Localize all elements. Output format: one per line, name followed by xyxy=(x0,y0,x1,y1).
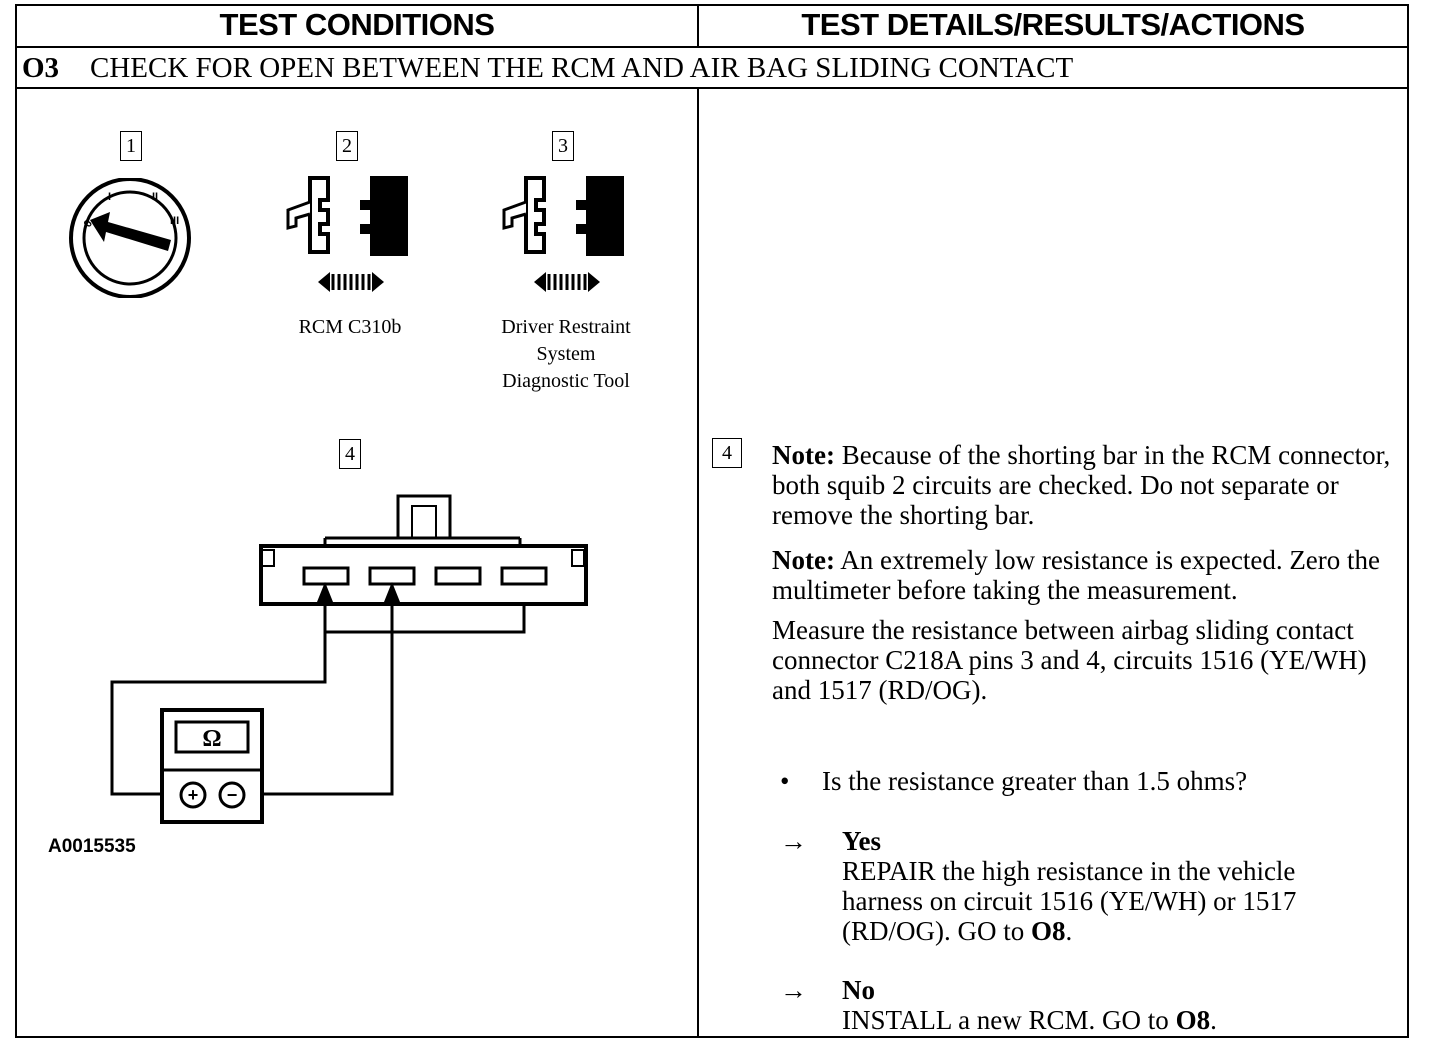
section-divider xyxy=(15,87,1409,89)
measure-instruction: Measure the resistance between airbag sl… xyxy=(772,615,1367,705)
rcm-connector-disconnect-icon xyxy=(286,176,408,292)
step-3-caption: Driver Restraint System Diagnostic Tool xyxy=(466,314,666,395)
yes-action: REPAIR the high resistance in the vehicl… xyxy=(842,856,1362,946)
note-1: Note: Because of the shorting bar in the… xyxy=(772,440,1392,530)
svg-text:III: III xyxy=(170,215,179,227)
yes-label: Yes xyxy=(842,826,881,856)
step-4-box: 4 xyxy=(339,439,361,469)
step-3-caption-line-2: System xyxy=(536,343,596,365)
yes-text: REPAIR the high resistance in the vehicl… xyxy=(842,856,1297,946)
question-row: • Is the resistance greater than 1.5 ohms… xyxy=(780,766,1247,796)
yes-end: . xyxy=(1065,916,1073,946)
section-code: O3 xyxy=(22,51,60,84)
no-goto: O8 xyxy=(1175,1005,1211,1035)
question-bullet: • xyxy=(780,766,790,796)
step-2-caption: RCM C310b xyxy=(298,316,402,338)
note-1-text: Because of the shorting bar in the RCM c… xyxy=(772,440,1391,530)
section-title: CHECK FOR OPEN BETWEEN THE RCM AND AIR B… xyxy=(90,51,1074,84)
svg-text:0: 0 xyxy=(82,218,95,229)
section-title-row: O3 CHECK FOR OPEN BETWEEN THE RCM AND AI… xyxy=(22,50,1073,86)
figure-id: A0015535 xyxy=(48,836,136,857)
note-2-label: Note: xyxy=(772,545,835,575)
ignition-key-icon: 0 I II III xyxy=(69,178,191,298)
table-frame xyxy=(15,4,1409,1038)
no-end: . xyxy=(1210,1005,1217,1035)
yes-arrow: → xyxy=(780,826,807,856)
minus-terminal-label: − xyxy=(227,785,238,805)
ohm-symbol: Ω xyxy=(202,726,221,752)
body-column-divider xyxy=(697,88,699,1038)
yes-branch: Yes REPAIR the high resistance in the ve… xyxy=(842,826,1362,946)
no-branch: No INSTALL a new RCM. GO to O8. xyxy=(842,975,1362,1035)
svg-text:I: I xyxy=(108,191,111,203)
plus-terminal-label: + xyxy=(188,785,199,805)
step-3-caption-line-1: Driver Restraint xyxy=(501,316,631,338)
note-1-label: Note: xyxy=(772,440,835,470)
no-text: INSTALL a new RCM. GO to xyxy=(842,1005,1176,1035)
svg-text:II: II xyxy=(152,191,158,203)
question-text: Is the resistance greater than 1.5 ohms? xyxy=(822,766,1248,796)
yes-goto: O8 xyxy=(1031,916,1066,946)
note-2-text: An extremely low resistance is expected.… xyxy=(772,545,1381,605)
step-2-box: 2 xyxy=(336,131,358,161)
header-divider xyxy=(15,46,1409,48)
no-action: INSTALL a new RCM. GO to O8. xyxy=(842,1005,1362,1035)
details-step-4-box: 4 xyxy=(712,438,742,468)
step-3-caption-line-3: Diagnostic Tool xyxy=(502,370,630,392)
step-3-box: 3 xyxy=(552,131,574,161)
header-column-divider xyxy=(697,4,699,48)
step-1-box: 1 xyxy=(120,131,142,161)
no-arrow: → xyxy=(780,975,807,1005)
multimeter-wiring-diagram: Ω + − xyxy=(110,494,588,824)
diagnostic-tool-connector-icon xyxy=(502,176,624,292)
note-2: Note: An extremely low resistance is exp… xyxy=(772,545,1392,605)
test-details-header: TEST DETAILS/RESULTS/ACTIONS xyxy=(801,7,1305,42)
test-conditions-header: TEST CONDITIONS xyxy=(219,7,495,42)
details-body: Note: Because of the shorting bar in the… xyxy=(772,440,1392,705)
no-label: No xyxy=(842,975,875,1005)
